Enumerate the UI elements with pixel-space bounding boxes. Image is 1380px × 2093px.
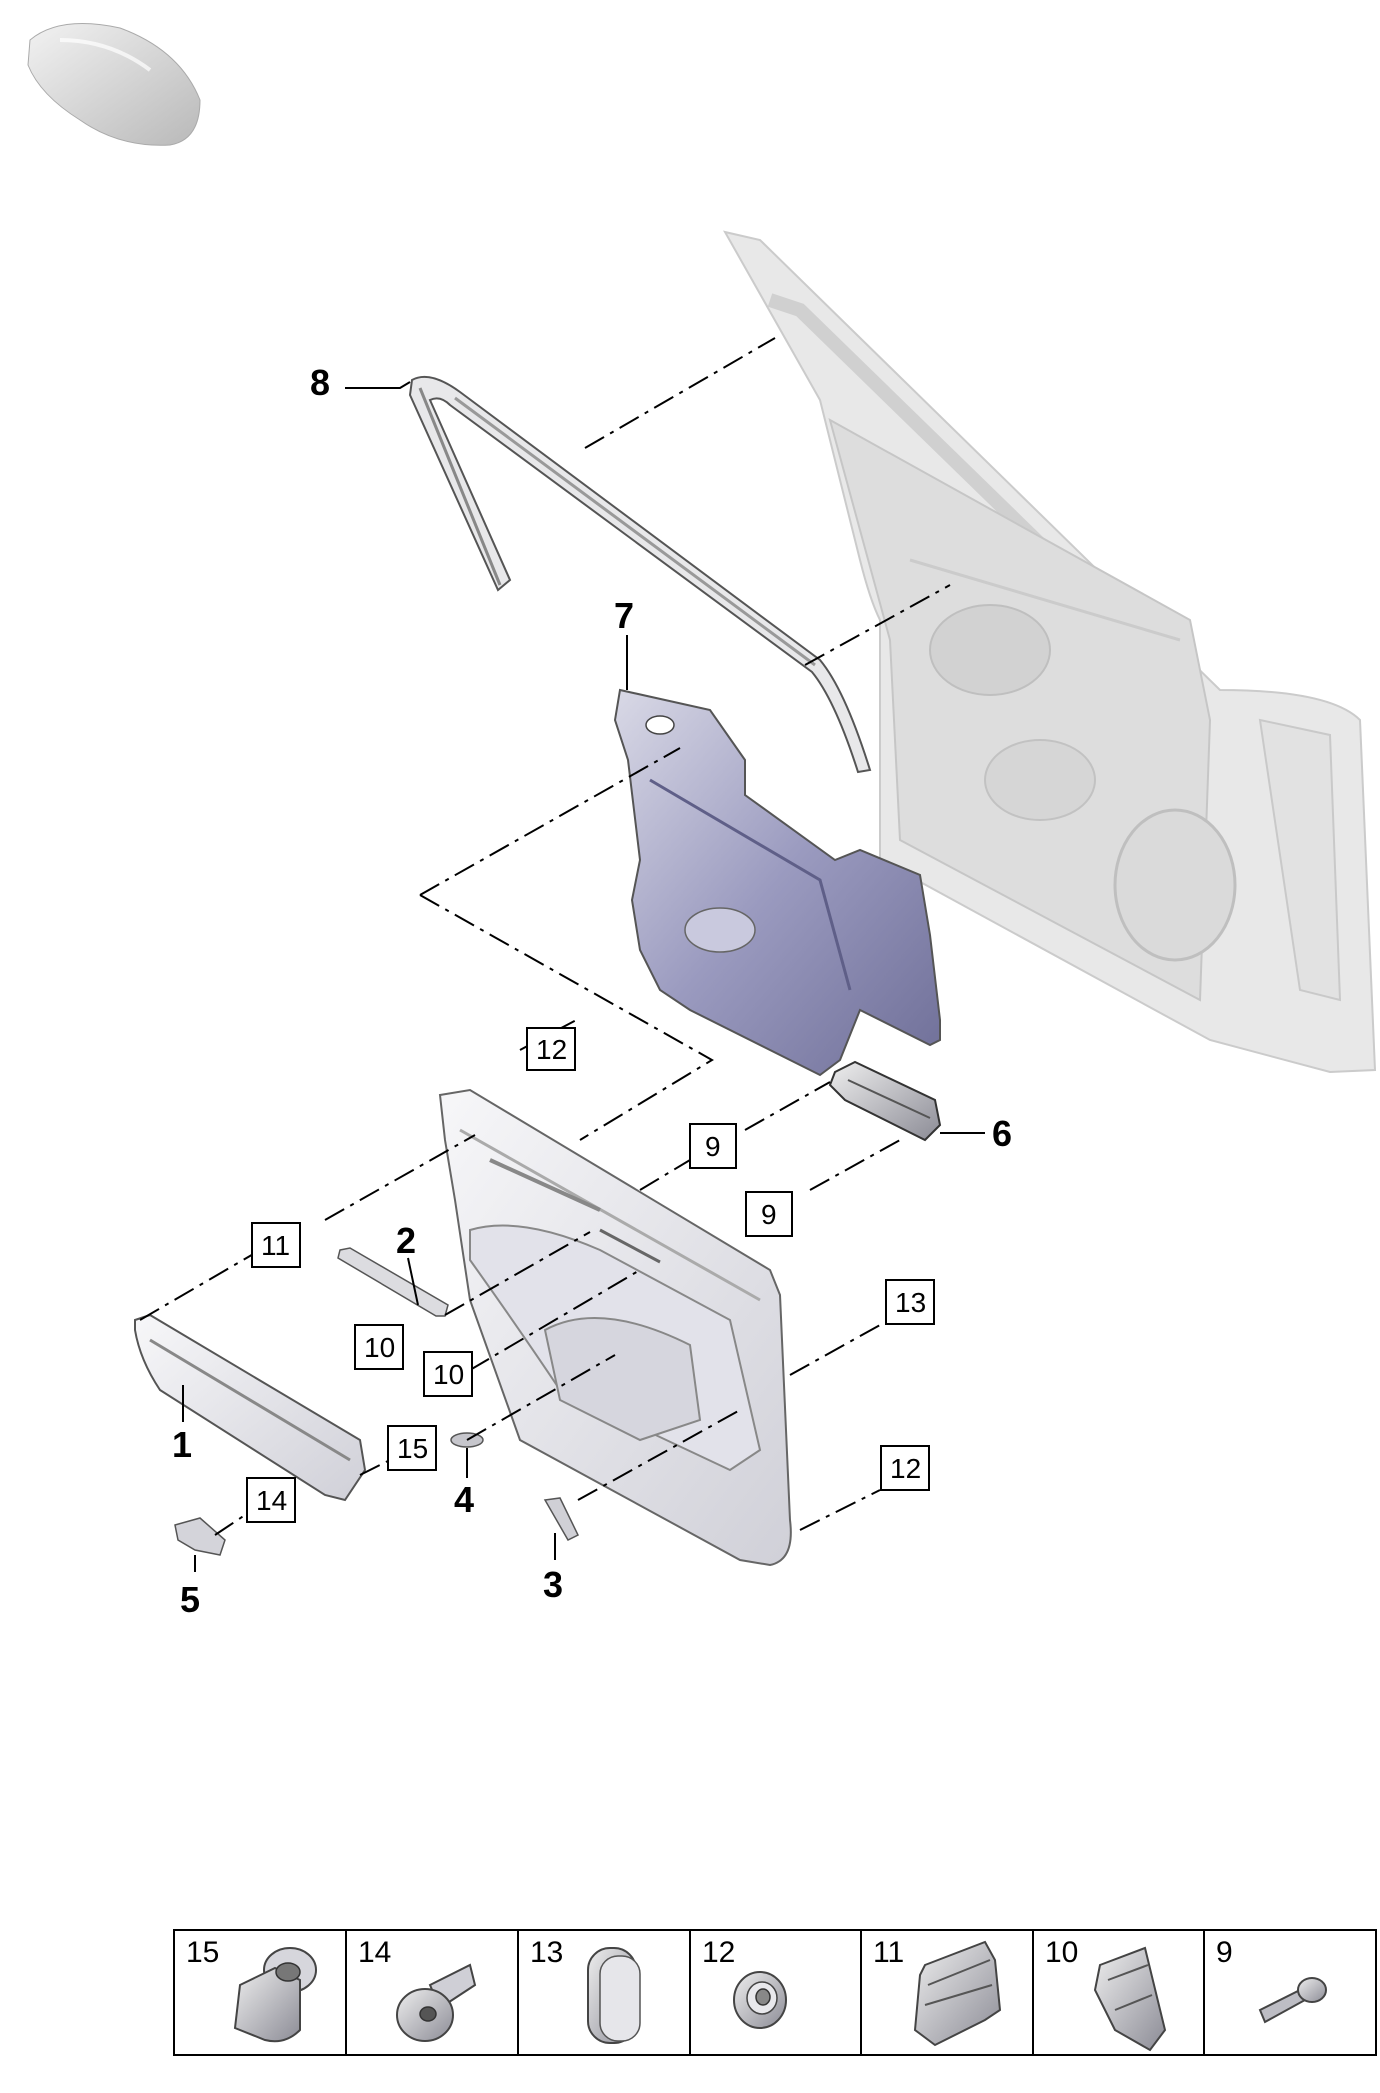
bold-callouts: 8 7 6 2 1 4 3 5: [172, 362, 1012, 1620]
box-callout-13: 13: [885, 1279, 935, 1325]
legend-label-15: 15: [186, 1936, 219, 1969]
box-callout-14: 14: [246, 1477, 296, 1523]
car-overview-icon: [27, 23, 201, 146]
svg-text:13: 13: [895, 1287, 926, 1318]
svg-text:10: 10: [433, 1359, 464, 1390]
box-callout-9-a: 9: [689, 1123, 737, 1169]
callout-7: 7: [614, 595, 634, 636]
box-callout-12-top: 12: [526, 1027, 576, 1071]
svg-text:10: 10: [364, 1332, 395, 1363]
boxed-callouts: 12 9 9 11 10 10 13 15: [246, 1027, 935, 1523]
box-callout-15: 15: [387, 1425, 437, 1471]
leader-lines: [182, 381, 985, 1572]
box-callout-9-b: 9: [745, 1191, 793, 1237]
callout-2: 2: [396, 1220, 416, 1261]
legend-label-11: 11: [873, 1936, 904, 1969]
fastener-legend: 15 14 13 12 11 10 9: [173, 1929, 1377, 2056]
legend-label-13: 13: [530, 1936, 563, 1969]
callout-6: 6: [992, 1113, 1012, 1154]
assembly-lines: [139, 337, 951, 1536]
part-2-trim-strip: [337, 1247, 449, 1317]
svg-text:11: 11: [261, 1230, 290, 1261]
spring-clip-icon: [733, 1971, 787, 2029]
svg-text:15: 15: [397, 1433, 428, 1464]
svg-text:12: 12: [890, 1453, 921, 1484]
legend-label-14: 14: [358, 1936, 391, 1969]
clip-nut-icon: [1093, 1946, 1167, 2052]
box-callout-10-a: 10: [354, 1324, 404, 1370]
legend-label-9: 9: [1216, 1936, 1233, 1969]
box-callout-11: 11: [251, 1222, 301, 1268]
part-7-door-membrane: [613, 688, 941, 1077]
part-3-bracket: [543, 1497, 579, 1541]
part-8-window-seal: [408, 376, 872, 774]
legend-label-12: 12: [702, 1936, 735, 1969]
callout-5: 5: [180, 1579, 200, 1620]
part-1-armrest-trim: [134, 1313, 367, 1502]
legend-label-10: 10: [1045, 1936, 1078, 1969]
foam-pad-icon: [587, 1947, 641, 2044]
grommet-icon: [233, 1947, 317, 2043]
callout-4: 4: [454, 1479, 474, 1520]
box-callout-10-b: 10: [423, 1351, 473, 1397]
svg-text:12: 12: [536, 1034, 567, 1065]
svg-text:9: 9: [761, 1199, 777, 1230]
plug-nut-icon: [396, 1963, 477, 2042]
screw-icon: [1258, 1977, 1327, 2024]
door-trim-panel: [438, 1088, 792, 1567]
box-callout-12-bottom: 12: [880, 1445, 930, 1491]
callout-8: 8: [310, 362, 330, 403]
part-6-switch-module: [828, 1060, 942, 1142]
svg-text:14: 14: [256, 1485, 287, 1516]
part-5-bracket: [174, 1517, 226, 1556]
svg-text:9: 9: [705, 1131, 721, 1162]
retaining-clip-icon: [913, 1940, 1002, 2047]
callout-1: 1: [172, 1424, 192, 1465]
callout-3: 3: [543, 1564, 563, 1605]
